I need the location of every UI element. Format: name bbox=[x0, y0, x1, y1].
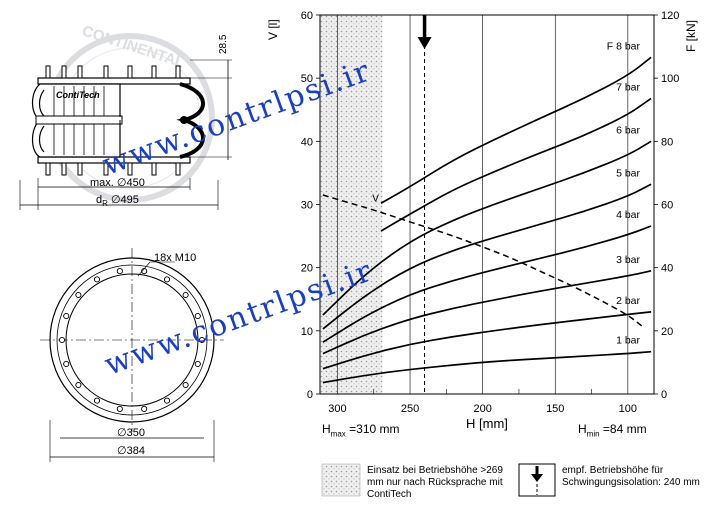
series-label-6: 6 bar bbox=[616, 124, 640, 136]
series-line-6 bbox=[322, 140, 652, 316]
dim-d384: ∅384 bbox=[117, 445, 145, 457]
series-line-4 bbox=[322, 225, 652, 343]
bolt-hole bbox=[182, 291, 189, 299]
legend-arrow-text: empf. Betriebshöhe für Schwingungsisolat… bbox=[562, 465, 700, 488]
hatched-region bbox=[320, 15, 383, 394]
y-left-label: V [l] bbox=[266, 19, 280, 40]
chart: 0 10 20 30 40 50 60 0 20 40 60 80 100 120 300 250 200 1… bbox=[301, 10, 680, 415]
series-line-7 bbox=[380, 97, 652, 232]
volume-curve bbox=[322, 194, 643, 327]
bolt-hole bbox=[58, 336, 66, 344]
bolt-holes bbox=[58, 268, 206, 412]
legend-hatch-swatch bbox=[321, 463, 361, 497]
x-axis-label: H [mm] bbox=[466, 416, 508, 431]
bolt-hole bbox=[93, 397, 101, 404]
force-curves: 1 bar 2 bar 3 bar 4 bar 5 bar 6 bar 7 bar F 8 b… bbox=[322, 40, 652, 384]
section-bead bbox=[180, 116, 188, 124]
h-min-prefix: H bbox=[578, 422, 587, 436]
vertical-gridlines bbox=[337, 15, 629, 394]
x-tick-label: 200 bbox=[473, 403, 491, 415]
dim-dr-sub: R bbox=[102, 199, 108, 209]
series-line-2 bbox=[322, 311, 652, 370]
dim-dr-diameter: dR ∅495 bbox=[96, 193, 139, 208]
bolt-hole bbox=[75, 381, 82, 389]
bolt-hole bbox=[63, 313, 70, 320]
bolt-hole bbox=[163, 276, 171, 283]
bolt-label: 18x M10 bbox=[154, 252, 197, 264]
dim-dr-value: ∅495 bbox=[107, 194, 139, 206]
girdle-ring bbox=[35, 115, 123, 125]
recommended-height-arrow bbox=[417, 15, 432, 49]
y-right-label: F [kN] bbox=[684, 20, 698, 52]
x-tick-label: 250 bbox=[401, 403, 419, 415]
legend-arrow-icon bbox=[518, 463, 556, 497]
y-right-tick-label: 60 bbox=[661, 200, 673, 212]
series-line-1 bbox=[322, 350, 652, 384]
series-label-1: 1 bar bbox=[616, 335, 640, 347]
bottom-bolts bbox=[45, 162, 181, 176]
y-right-tick-label: 20 bbox=[661, 326, 673, 338]
series-line-3 bbox=[322, 269, 652, 355]
dim-max-diameter: max. ∅450 bbox=[90, 177, 145, 189]
series-label-8: F 8 bar bbox=[607, 40, 641, 52]
series-label-5: 5 bar bbox=[616, 167, 640, 179]
h-max-sub: max bbox=[330, 429, 346, 439]
dim-dr-prefix: d bbox=[96, 194, 103, 206]
series-line-8 bbox=[380, 56, 652, 204]
x-tick-label: 150 bbox=[546, 403, 564, 415]
y-right-tick-label: 0 bbox=[661, 389, 667, 401]
bolt-hole bbox=[198, 336, 206, 344]
bolt-hole bbox=[63, 360, 70, 367]
series-label-2: 2 bar bbox=[616, 295, 640, 307]
h-min-sub: min bbox=[586, 429, 600, 439]
bolt-hole bbox=[141, 405, 148, 412]
y-left-tick-label: 20 bbox=[301, 263, 313, 275]
volume-label: V bbox=[372, 193, 379, 204]
h-min-label: Hmin =84 mm bbox=[578, 422, 647, 438]
y-right-tick-label: 80 bbox=[661, 136, 673, 148]
y-left-tick-label: 50 bbox=[301, 73, 313, 85]
y-right-tick-label: 40 bbox=[661, 263, 673, 275]
x-tick-label: 300 bbox=[328, 403, 346, 415]
bolt-hole bbox=[163, 397, 171, 404]
series-label-7: 7 bar bbox=[616, 81, 640, 93]
y-left-tick-label: 60 bbox=[301, 10, 313, 22]
bellows-ribs bbox=[53, 86, 105, 155]
x-tick-label: 100 bbox=[619, 403, 637, 415]
legend-hatch-text: Einsatz bei Betriebshöhe >269 mm nur nac… bbox=[367, 465, 503, 500]
x-ticks: 300 250 200 150 100 bbox=[328, 403, 637, 415]
top-plate bbox=[37, 77, 191, 85]
bolt-hole bbox=[116, 405, 123, 412]
dim-d350: ∅350 bbox=[117, 427, 145, 439]
h-max-value: =310 mm bbox=[345, 422, 400, 436]
series-line-5 bbox=[322, 183, 652, 330]
bolt-hole bbox=[75, 291, 82, 299]
y-left-tick-label: 0 bbox=[307, 389, 313, 401]
y-ticks-right: 0 20 40 60 80 100 120 bbox=[654, 10, 679, 401]
bolt-hole bbox=[182, 381, 189, 389]
bolt-hole bbox=[194, 313, 201, 320]
dim-height: 28.5 bbox=[218, 34, 229, 54]
brand-label: ContiTech bbox=[56, 90, 100, 100]
series-label-4: 4 bar bbox=[616, 209, 640, 221]
h-max-label: Hmax =310 mm bbox=[322, 422, 400, 438]
series-label-3: 3 bar bbox=[616, 254, 640, 266]
bolt-hole bbox=[194, 360, 201, 367]
y-left-tick-label: 40 bbox=[301, 136, 313, 148]
top-view bbox=[40, 248, 224, 462]
bolt-hole bbox=[116, 268, 123, 275]
arrow-head bbox=[417, 37, 432, 49]
y-right-tick-label: 100 bbox=[661, 73, 679, 85]
top-bolts bbox=[45, 65, 181, 79]
h-max-prefix: H bbox=[322, 422, 331, 436]
y-right-tick-label: 120 bbox=[661, 10, 679, 22]
y-ticks-left: 0 10 20 30 40 50 60 bbox=[301, 10, 320, 401]
y-left-tick-label: 10 bbox=[301, 326, 313, 338]
bolt-hole bbox=[93, 276, 101, 283]
h-min-value: =84 mm bbox=[599, 422, 647, 436]
y-left-tick-label: 30 bbox=[301, 200, 313, 212]
